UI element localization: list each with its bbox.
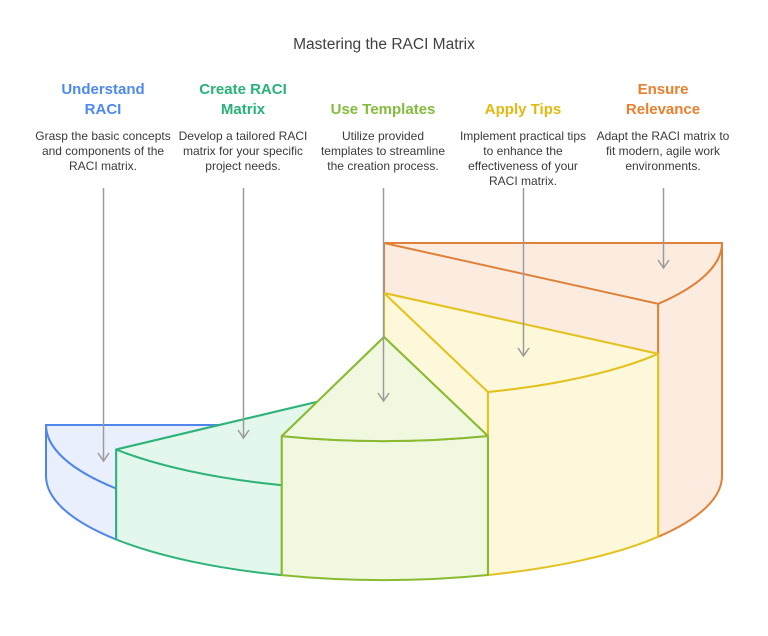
step-heading-text-4: Ensure Relevance xyxy=(625,80,701,118)
step-description-1: Develop a tailored RACI matrix for your … xyxy=(173,129,313,174)
step-description-text-0: Grasp the basic concepts and components … xyxy=(35,129,171,174)
step-heading-0: Understand RACI xyxy=(33,74,173,120)
arrow-head-icon xyxy=(657,259,670,270)
step-column-apply-tips: Apply Tips Implement practical tips to e… xyxy=(453,74,593,189)
step-heading-text-0: Understand RACI xyxy=(61,80,145,118)
arrow-head-icon xyxy=(237,429,250,440)
step-column-create-raci-matrix: Create RACI Matrix Develop a tailored RA… xyxy=(173,74,313,174)
arrow-step-3 xyxy=(517,188,530,358)
step-description-0: Grasp the basic concepts and components … xyxy=(33,129,173,174)
step-description-text-3: Implement practical tips to enhance the … xyxy=(459,129,587,189)
step-description-text-4: Adapt the RACI matrix to fit modern, agi… xyxy=(596,129,730,174)
step-description-2: Utilize provided templates to streamline… xyxy=(313,129,453,174)
arrow-step-2 xyxy=(377,188,390,403)
pie-slice-4-top-face xyxy=(383,242,723,305)
step-heading-1: Create RACI Matrix xyxy=(173,74,313,120)
step-heading-text-3: Apply Tips xyxy=(484,100,562,118)
page-title: Mastering the RACI Matrix xyxy=(293,36,475,53)
step-description-text-1: Develop a tailored RACI matrix for your … xyxy=(178,129,308,174)
step-heading-2: Use Templates xyxy=(313,74,453,120)
arrow-head-icon xyxy=(97,452,110,463)
arrow-head-icon xyxy=(517,347,530,358)
step-heading-text-1: Create RACI Matrix xyxy=(199,80,287,118)
step-heading-3: Apply Tips xyxy=(453,74,593,120)
step-column-ensure-relevance: Ensure Relevance Adapt the RACI matrix t… xyxy=(593,74,733,174)
step-description-3: Implement practical tips to enhance the … xyxy=(453,129,593,189)
arrow-step-1 xyxy=(237,188,250,440)
arrow-step-4 xyxy=(657,188,670,270)
step-column-understand-raci: Understand RACI Grasp the basic concepts… xyxy=(33,74,173,174)
pie-slice-3-top-face xyxy=(383,292,660,393)
step-column-use-templates: Use Templates Utilize provided templates… xyxy=(313,74,453,174)
step-heading-4: Ensure Relevance xyxy=(593,74,733,120)
step-description-4: Adapt the RACI matrix to fit modern, agi… xyxy=(593,129,733,174)
pie-slice-2-top-face xyxy=(280,336,489,443)
pie-slice-2-rim-face xyxy=(280,435,489,582)
arrow-step-0 xyxy=(97,188,110,463)
arrow-head-icon xyxy=(377,392,390,403)
step-description-text-2: Utilize provided templates to streamline… xyxy=(320,129,446,174)
step-heading-text-2: Use Templates xyxy=(330,100,436,118)
